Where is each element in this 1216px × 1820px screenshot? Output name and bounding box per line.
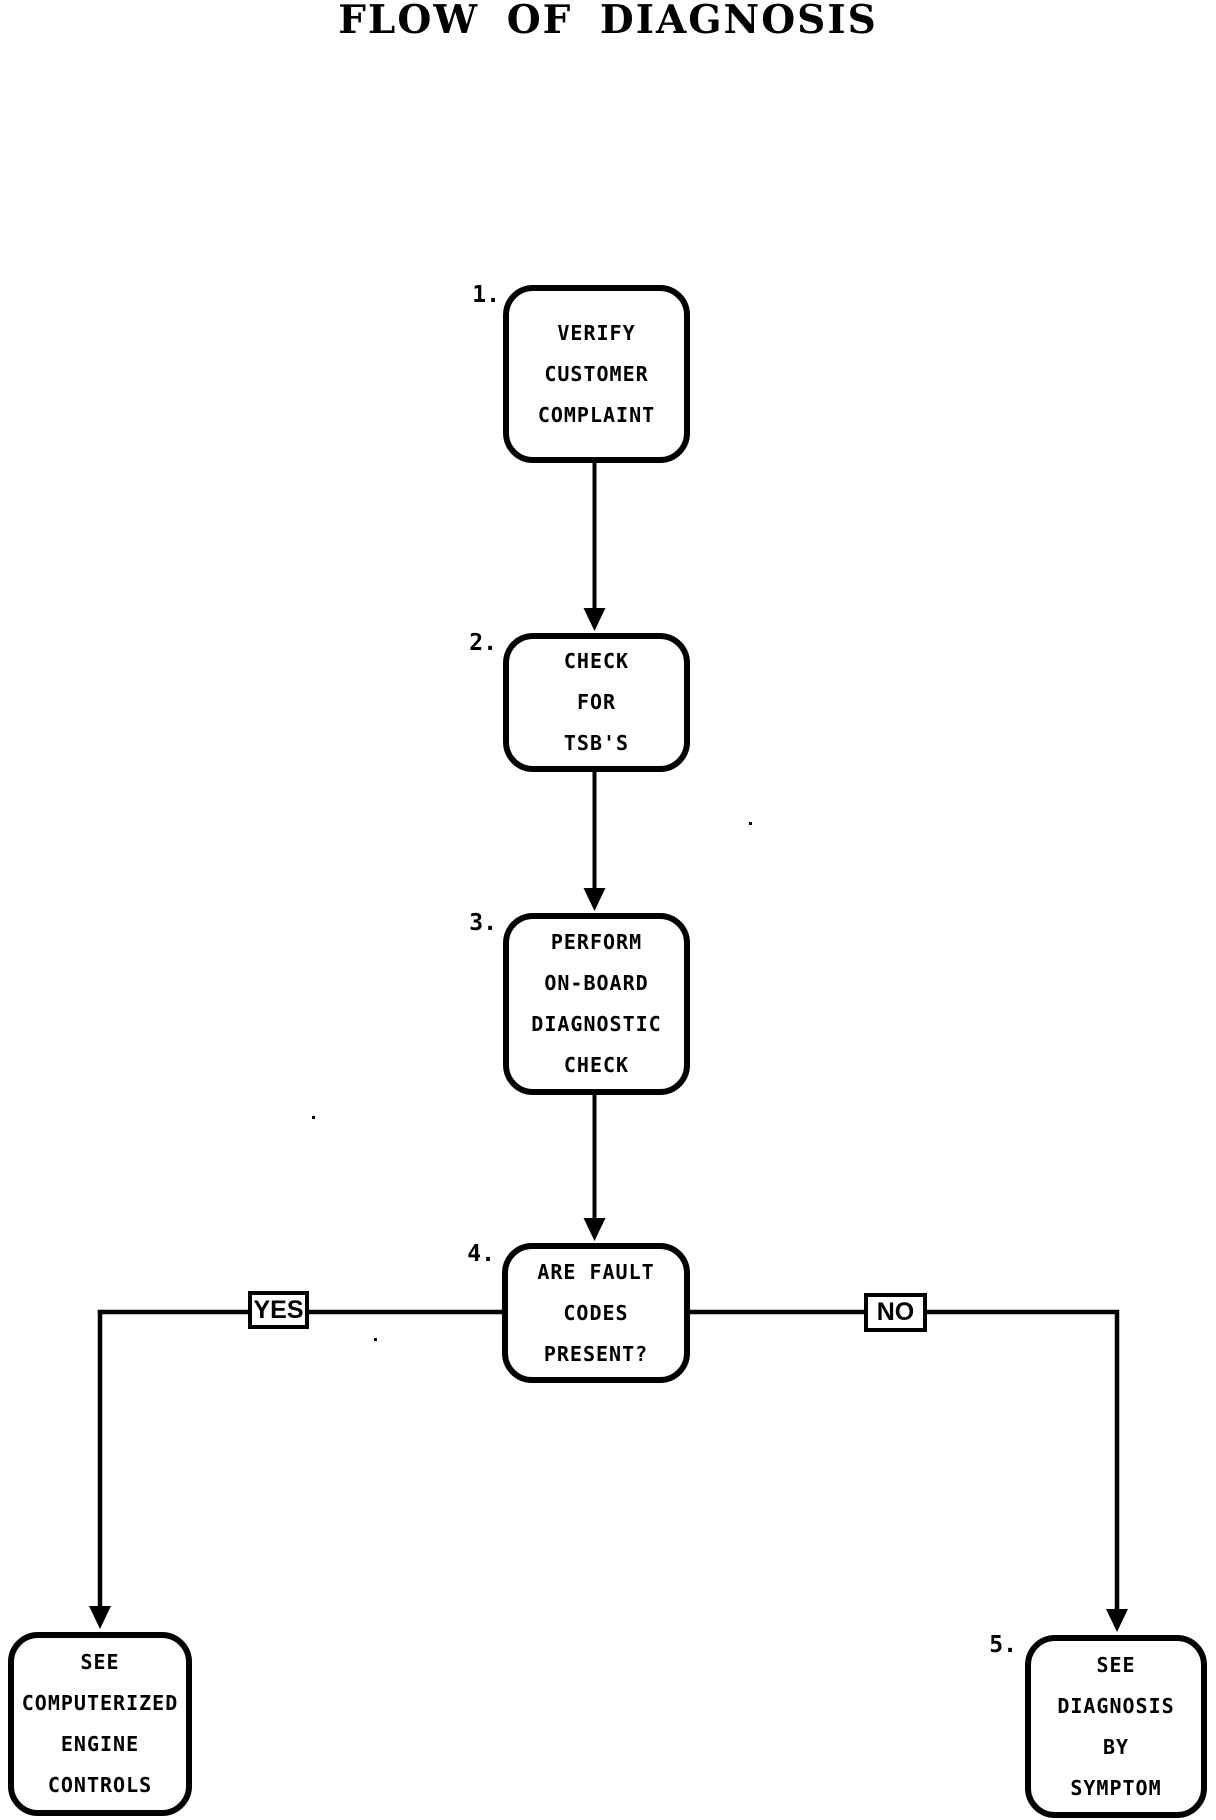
node-text-line: DIAGNOSIS <box>1057 1693 1175 1718</box>
node-text-line: BY <box>1102 1734 1130 1759</box>
node-number-2: 2. <box>469 630 497 656</box>
arrowhead-3-4-icon <box>583 1218 606 1241</box>
node-text-line: ENGINE <box>60 1732 140 1756</box>
node-text-line: CODES <box>563 1300 629 1325</box>
arrowhead-no-icon <box>1106 1609 1128 1632</box>
node-text-line: COMPLAINT <box>537 402 656 427</box>
node-text-line: SEE <box>1096 1652 1136 1677</box>
branch-label-yes: YES <box>248 1291 309 1329</box>
diagram-title: FLOW OF DIAGNOSIS <box>338 0 878 43</box>
node-text-line: PRESENT? <box>543 1341 649 1366</box>
scan-speck <box>312 1116 315 1119</box>
node-text-line: DIAGNOSTIC <box>531 1012 662 1036</box>
node-text-line: TSB'S <box>563 731 630 755</box>
arrowhead-1-2-icon <box>583 608 606 631</box>
arrowhead-2-3-icon <box>583 888 606 911</box>
node-text-line: SEE <box>80 1650 120 1674</box>
connector-yes-branch <box>97 1309 502 1608</box>
scan-speck <box>374 1338 377 1341</box>
node-text-line: CHECK <box>563 1053 630 1077</box>
node-text-line: CONTROLS <box>47 1773 153 1797</box>
node-number-5: 5. <box>989 1632 1017 1658</box>
branch-label-no: NO <box>864 1293 927 1332</box>
node-text-line: PERFORM <box>550 930 643 954</box>
node-text-line: VERIFY <box>557 320 636 345</box>
node-see-diagnosis-by-symptom: SEE DIAGNOSIS BY SYMPTOM <box>1025 1635 1207 1818</box>
node-are-fault-codes-present: ARE FAULT CODES PRESENT? <box>502 1243 690 1383</box>
node-number-4: 4. <box>467 1241 495 1267</box>
arrowhead-yes-icon <box>89 1606 111 1629</box>
node-text-line: CUSTOMER <box>544 361 649 386</box>
node-text-line: CHECK <box>563 649 630 673</box>
node-perform-on-board-diagnostic-check: PERFORM ON-BOARD DIAGNOSTIC CHECK <box>503 913 690 1095</box>
connector-no-branch <box>690 1309 1120 1611</box>
node-number-3: 3. <box>469 910 497 936</box>
node-text-line: SYMPTOM <box>1070 1775 1162 1800</box>
scan-speck <box>749 822 752 825</box>
node-number-1: 1. <box>472 282 500 308</box>
node-text-line: FOR <box>576 690 617 714</box>
node-text-line: COMPUTERIZED <box>21 1691 179 1715</box>
node-text-line: ON-BOARD <box>544 971 649 995</box>
node-text-line: ARE FAULT <box>537 1259 655 1284</box>
node-see-computerized-engine-controls: SEE COMPUTERIZED ENGINE CONTROLS <box>8 1632 192 1816</box>
node-verify-customer-complaint: VERIFY CUSTOMER COMPLAINT <box>503 285 690 463</box>
node-check-for-tsbs: CHECK FOR TSB'S <box>503 633 690 772</box>
